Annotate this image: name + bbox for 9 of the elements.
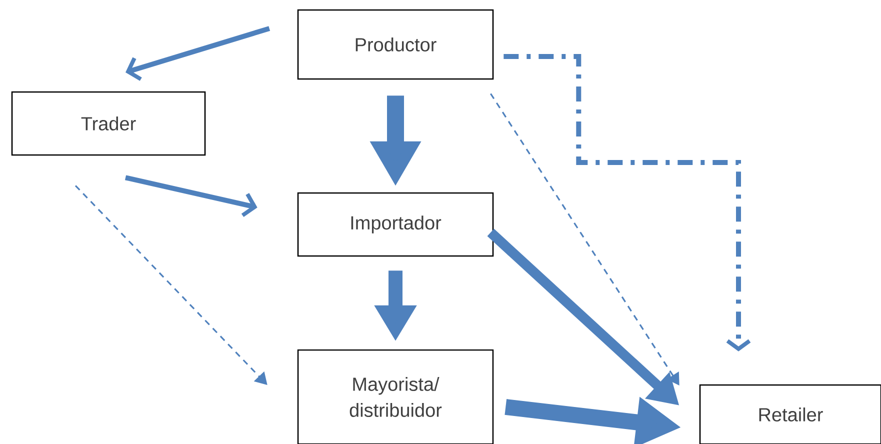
process-box: Mayorista/ distribuidor	[297, 349, 494, 444]
process-box: Retailer	[699, 384, 881, 444]
arrow	[74, 185, 268, 385]
arrow	[126, 26, 270, 81]
process-box: Productor	[297, 9, 494, 80]
process-box: Importador	[297, 192, 494, 257]
arrow	[504, 54, 751, 352]
arrow	[124, 175, 258, 218]
process-box: Trader	[11, 91, 206, 156]
